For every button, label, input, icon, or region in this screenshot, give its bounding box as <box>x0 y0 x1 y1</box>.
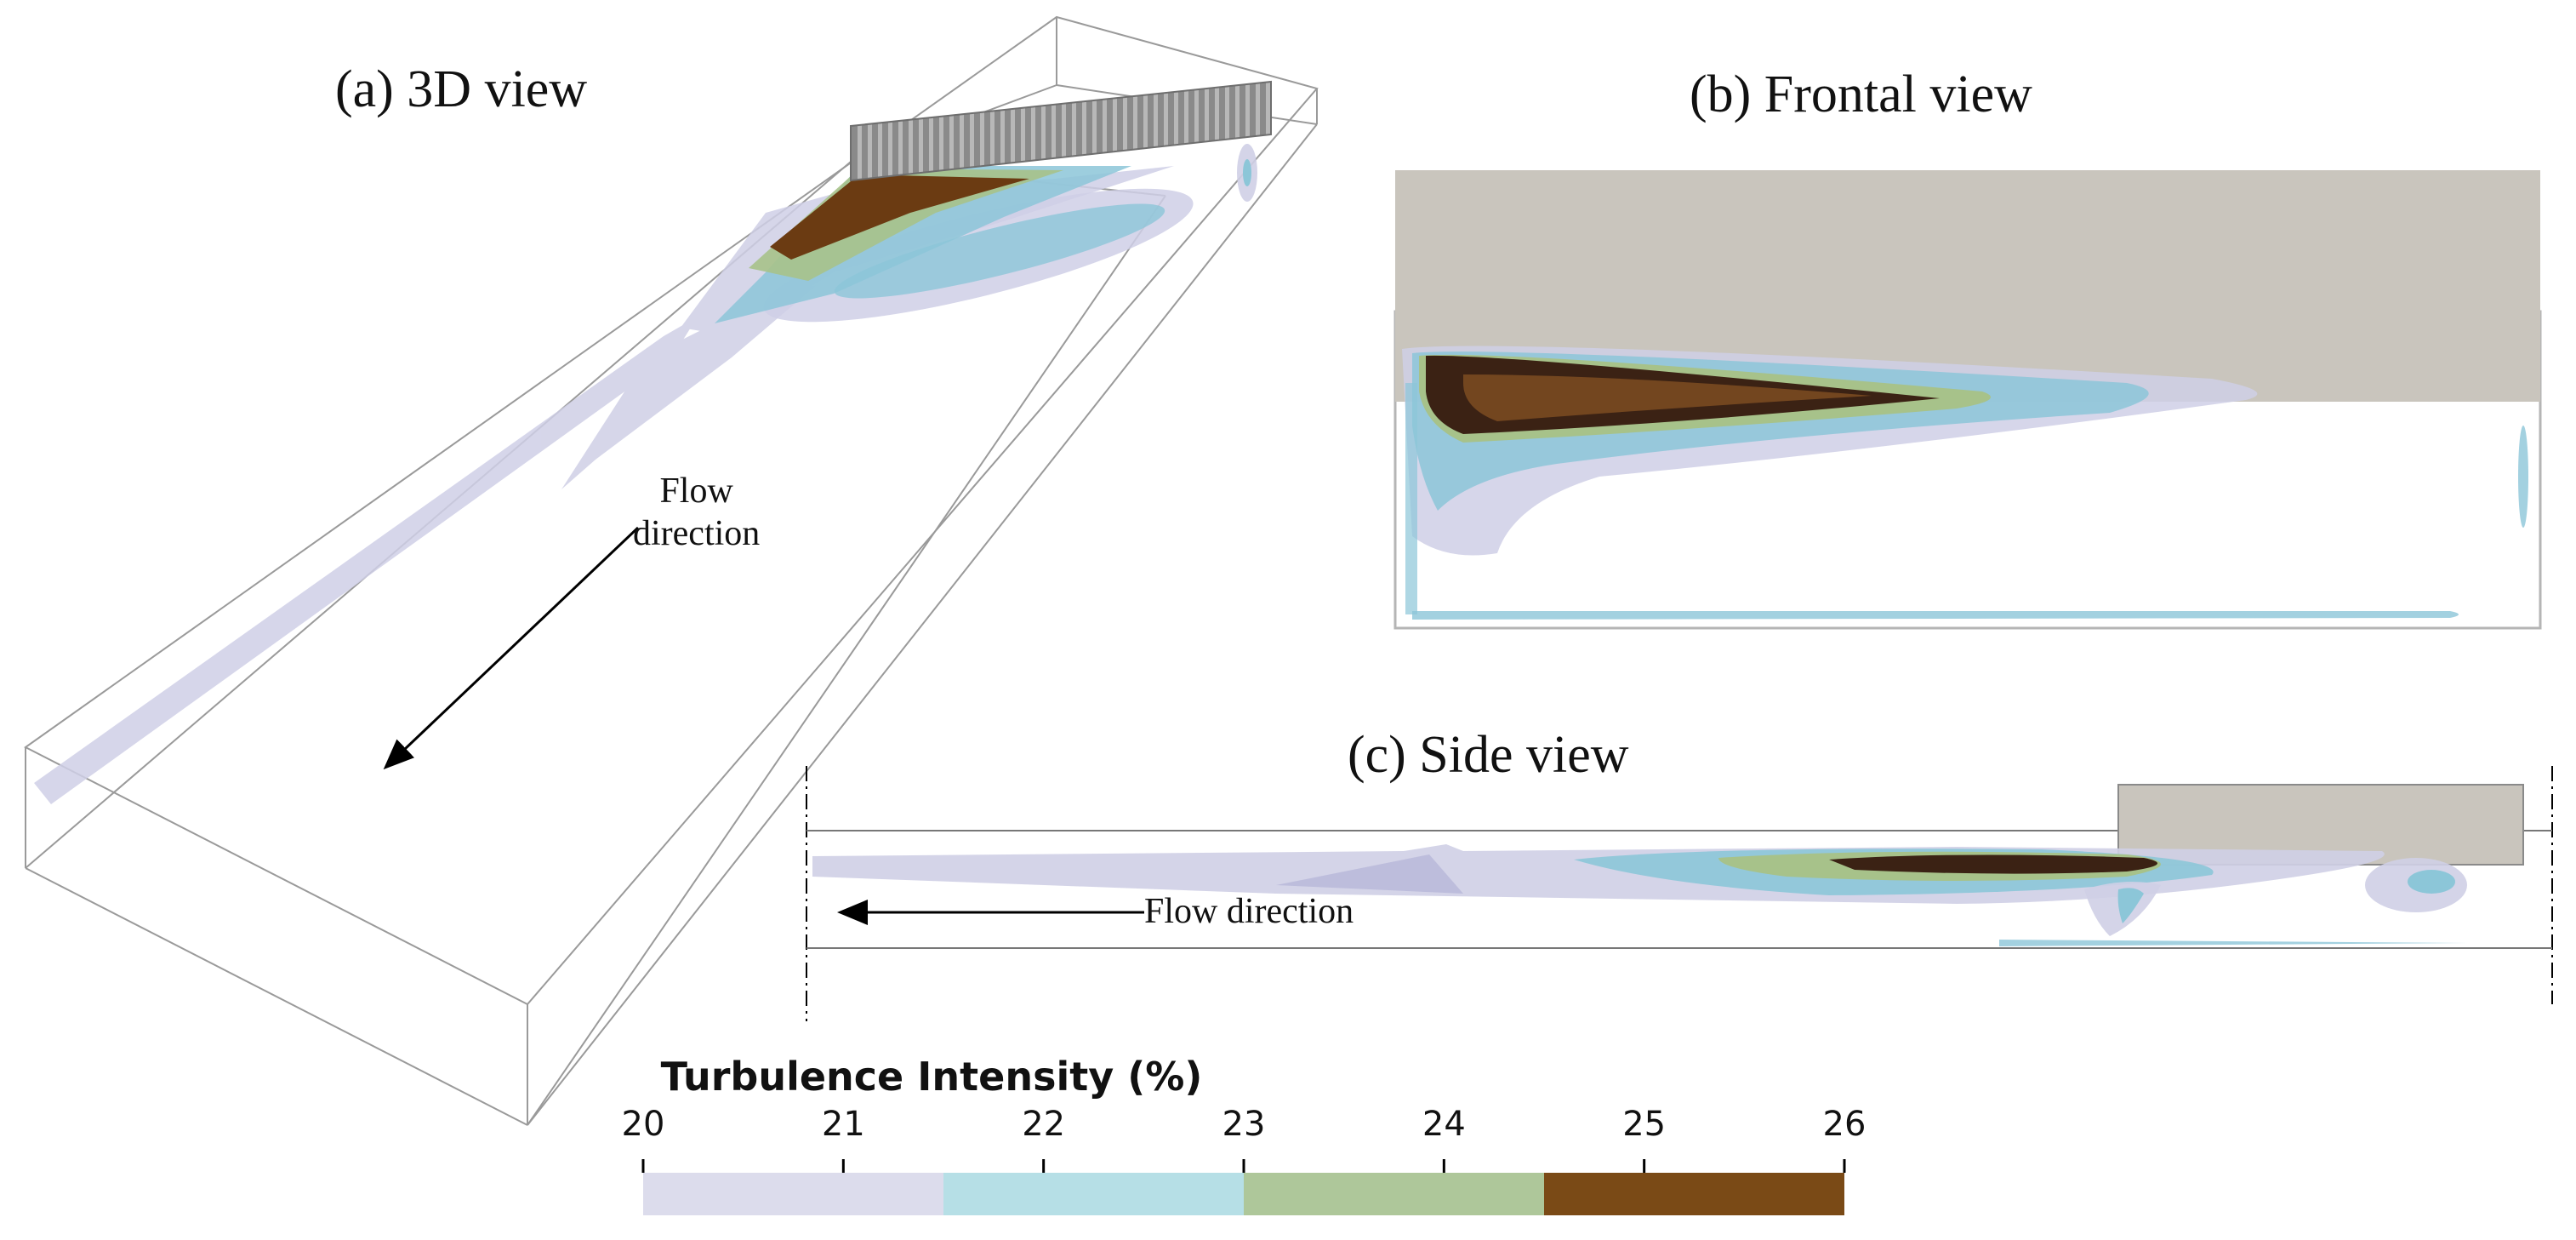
deck-structure-3d <box>850 80 1272 182</box>
flow-label-3d: Flow direction <box>633 470 760 555</box>
panel-a-3d-view <box>24 15 1319 1126</box>
colorbar-tick-label-20: 20 <box>621 1105 665 1144</box>
side-bed-streak <box>1999 940 2467 946</box>
colorbar-band-3 <box>1244 1173 1544 1215</box>
frontal-side-vortex <box>2518 426 2528 528</box>
flow-arrow-3d <box>383 526 640 770</box>
colorbar-tick-label-21: 21 <box>821 1105 865 1144</box>
colorbar-tick-label-25: 25 <box>1622 1105 1667 1144</box>
colorbar-tick-label-26: 26 <box>1822 1105 1866 1144</box>
colorbar-tick-label-24: 24 <box>1422 1105 1466 1144</box>
colorbar-title: Turbulence Intensity (%) <box>660 1054 1203 1100</box>
flow-label-side: Flow direction <box>1144 892 1354 931</box>
panel-b-title: (b) Frontal view <box>1690 66 2032 123</box>
iso-surface-26 <box>770 174 1029 260</box>
flow-label-3d-line1: Flow <box>659 471 733 511</box>
panel-a-title: (a) 3D view <box>335 60 588 118</box>
panel-c-side-view <box>806 766 2553 1021</box>
iso-surface-22 <box>715 166 1131 323</box>
iso-surface-24 <box>749 169 1063 281</box>
flow-label-3d-line2: direction <box>633 514 761 553</box>
colorbar-band-1 <box>643 1173 943 1215</box>
colorbar-tick-label-22: 22 <box>1022 1105 1066 1144</box>
colorbar-band-2 <box>943 1173 1244 1215</box>
side-iso-26 <box>1829 854 2157 874</box>
colorbar-bands <box>643 1173 1844 1215</box>
domain-wireframe <box>24 15 1319 1126</box>
frontal-wall-streak <box>1405 383 1417 614</box>
colorbar-tick-marks <box>641 1159 1846 1173</box>
colorbar <box>641 1159 1846 1215</box>
iso-surface-20-streak <box>34 166 1174 804</box>
panel-b-frontal-view <box>1393 170 2542 630</box>
colorbar-band-4 <box>1544 1173 1844 1215</box>
panel-c-title: (c) Side view <box>1348 726 1629 784</box>
frontal-bed-streak <box>1412 611 2459 620</box>
iso-surfaces-wake <box>715 144 1257 323</box>
colorbar-tick-label-23: 23 <box>1222 1105 1266 1144</box>
iso-surface-22-lobe <box>834 203 1165 299</box>
